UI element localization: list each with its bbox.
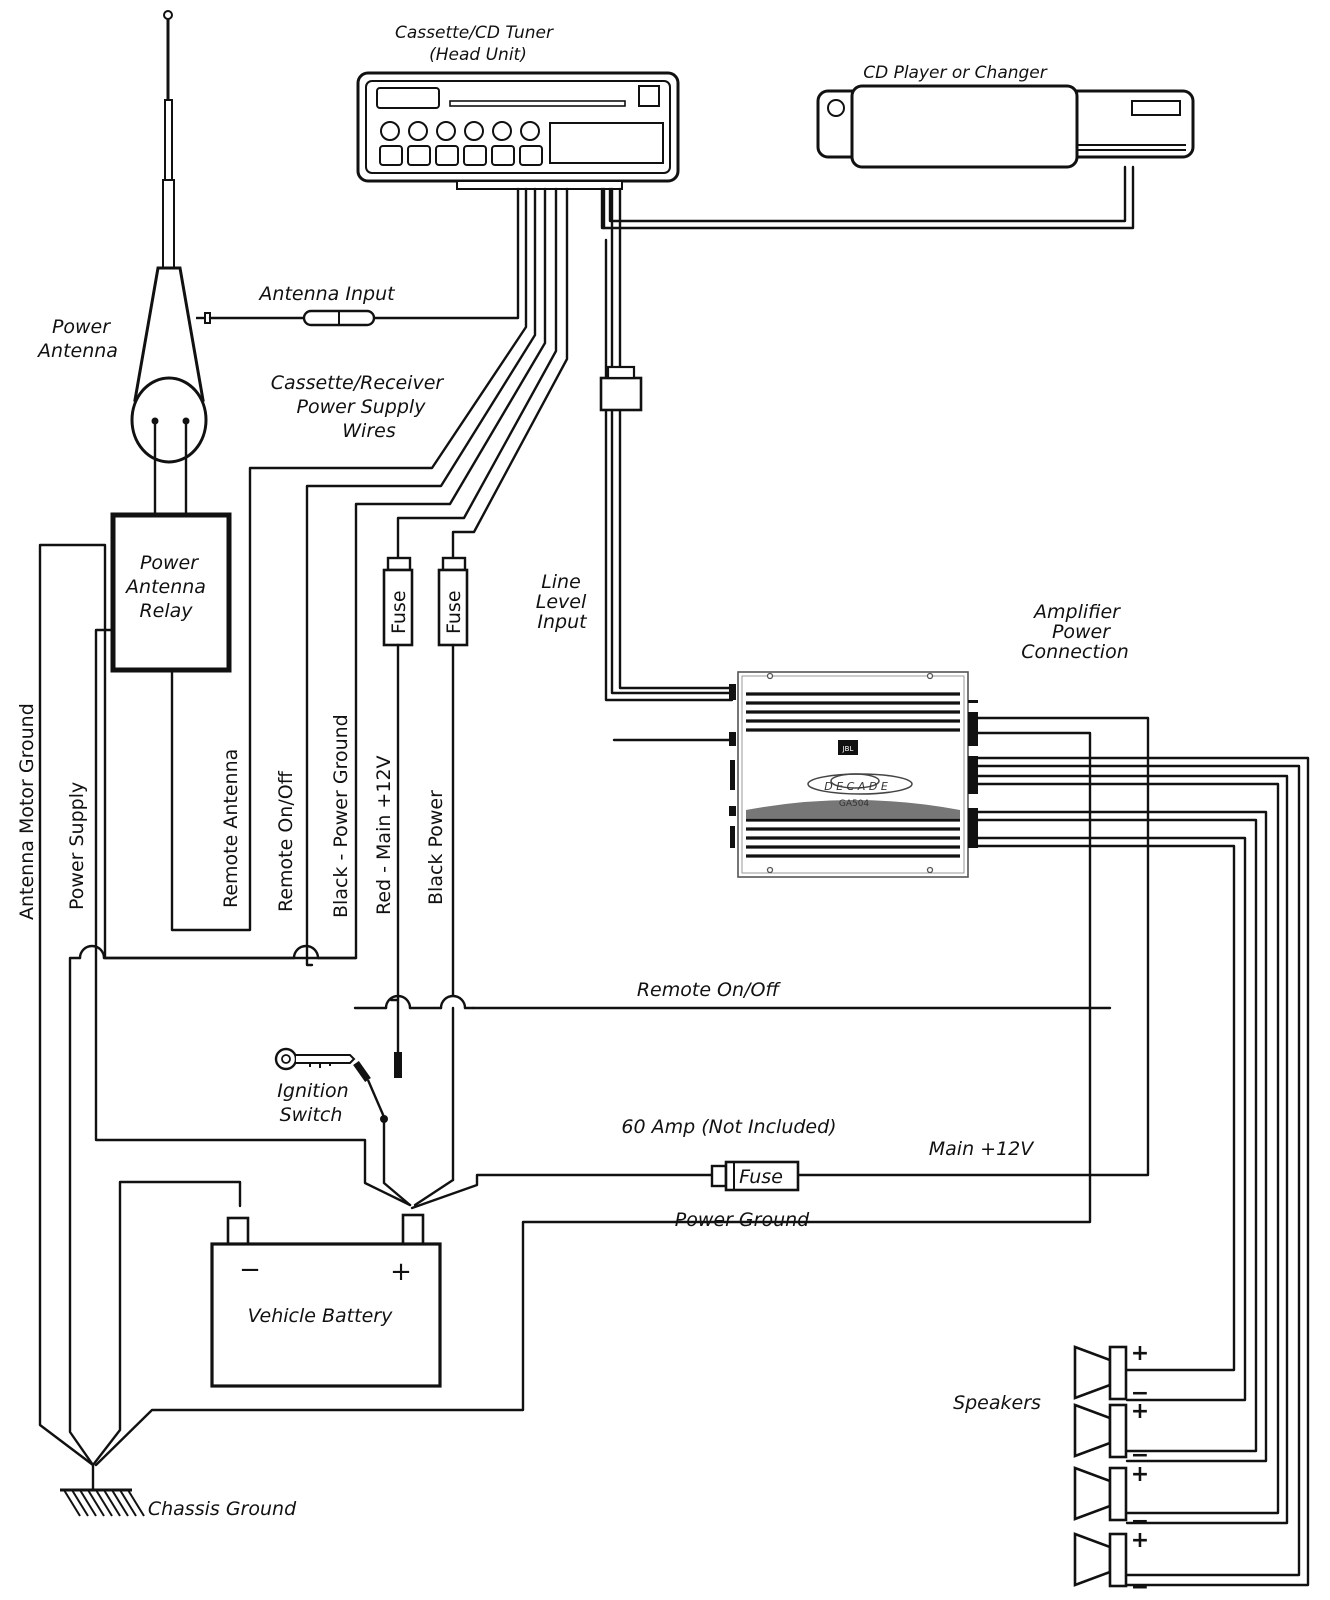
battery-label: Vehicle Battery [248,1305,393,1327]
ignition-switch: Ignition Switch [274,1047,412,1207]
amp-series: D E C A D E [824,780,888,793]
chassis-ground-label: Chassis Ground [148,1498,297,1520]
power-supply-label: Power Supply [66,782,88,910]
line-level-label-2: Level [536,591,587,613]
antenna-input-cable: Antenna Input [208,187,520,327]
antenna-relay-leads [153,422,188,517]
battery-positive-leads [410,1173,715,1210]
speaker-1: + − [1073,1341,1149,1406]
speaker-2-minus: − [1131,1443,1149,1468]
amp-main-fuse: Fuse 60 Amp (Not Included) [621,1116,837,1192]
speaker-3: + − [1073,1462,1149,1534]
fuse-red-main: Fuse [382,556,414,647]
wire-crossovers [78,944,475,1010]
antenna-input-label: Antenna Input [257,283,396,305]
head-unit-title: Cassette/CD Tuner [395,23,554,43]
line-level-connector [599,376,643,412]
vehicle-battery: − + Vehicle Battery [210,1213,442,1388]
red-main-label: Red - Main +12V [373,755,395,915]
amp-power-wires [94,716,1150,1467]
amp-brand: JBL [842,745,854,753]
speaker-1-minus: − [1131,1381,1149,1406]
speaker-2-plus: + [1131,1399,1149,1424]
speakers-label: Speakers [953,1392,1041,1414]
chassis-ground: Chassis Ground [60,1465,297,1520]
chassis-ground-wires [68,956,242,1467]
amplifier: JBL D E C A D E GA504 [729,671,978,878]
remote-on-off-wire-label: Remote On/Off [275,770,297,912]
supply-wires-label: Cassette/Receiver Power Supply Wires [271,372,445,442]
amp-speaker-wires [976,756,1310,1587]
speaker-4-minus: − [1131,1575,1149,1600]
amp-power-label-2: Power [1052,621,1111,643]
cd-changer-label: CD Player or Changer [863,63,1048,83]
power-antenna-label-2: Antenna [36,340,118,362]
line-level-label-1: Line [541,571,581,593]
power-antenna-label-1: Power [52,316,111,338]
black-power-label: Black Power [425,790,447,905]
head-unit: Cassette/CD Tuner (Head Unit) [356,23,680,190]
line-level-label: Line Level Input [536,571,588,633]
amp-main-fuse-rating: 60 Amp (Not Included) [621,1116,836,1138]
speaker-4: + − [1073,1528,1149,1600]
line-level-cable [602,187,734,702]
amp-model: GA504 [839,799,870,809]
fuse-output-wires [389,643,455,1207]
head-unit-subtitle: (Head Unit) [429,45,527,65]
supply-wires-label-1: Cassette/Receiver [271,372,445,394]
cd-changer: CD Player or Changer [816,63,1195,169]
relay-label-3: Relay [139,600,193,622]
relay-label-2: Antenna [124,576,206,598]
main-12v-label: Main +12V [929,1138,1035,1160]
ignition-label-1: Ignition [277,1080,348,1102]
speaker-3-plus: + [1131,1462,1149,1487]
power-ground-label: Power Ground [675,1209,810,1231]
amp-power-label-3: Connection [1021,641,1129,663]
supply-wires-label-3: Wires [342,420,396,442]
speaker-2: + − [1073,1399,1149,1468]
speaker-4-plus: + [1131,1528,1149,1553]
ignition-connector [394,1052,402,1078]
fuse-black-power-label: Fuse [443,590,465,634]
amp-power-label: Amplifier Power Connection [1021,601,1129,663]
fuse-red-main-label: Fuse [388,590,410,634]
battery-positive: + [390,1257,412,1287]
line-level-label-3: Input [537,611,588,633]
speaker-3-minus: − [1131,1509,1149,1534]
power-antenna-relay: Power Antenna Relay [110,512,232,673]
fuse-black-power: Fuse [437,556,469,647]
battery-negative: − [239,1255,261,1285]
relay-label-1: Power [140,552,199,574]
black-power-ground-label: Black - Power Ground [330,714,352,918]
power-antenna: Power Antenna [36,10,211,464]
relay-power-supply-wire [94,628,412,1207]
antenna-motor-ground-label: Antenna Motor Ground [16,703,38,920]
remote-antenna-label: Remote Antenna [220,749,242,908]
cd-changer-cable [600,165,1135,230]
amp-power-label-1: Amplifier [1032,601,1121,623]
amp-main-fuse-label: Fuse [739,1166,783,1188]
remote-on-off-label: Remote On/Off [637,979,782,1001]
speaker-1-plus: + [1131,1341,1149,1366]
speakers: + − + − + − + − Speakers [953,1341,1149,1600]
ignition-label-2: Switch [280,1104,343,1126]
supply-wires-label-2: Power Supply [297,396,427,418]
